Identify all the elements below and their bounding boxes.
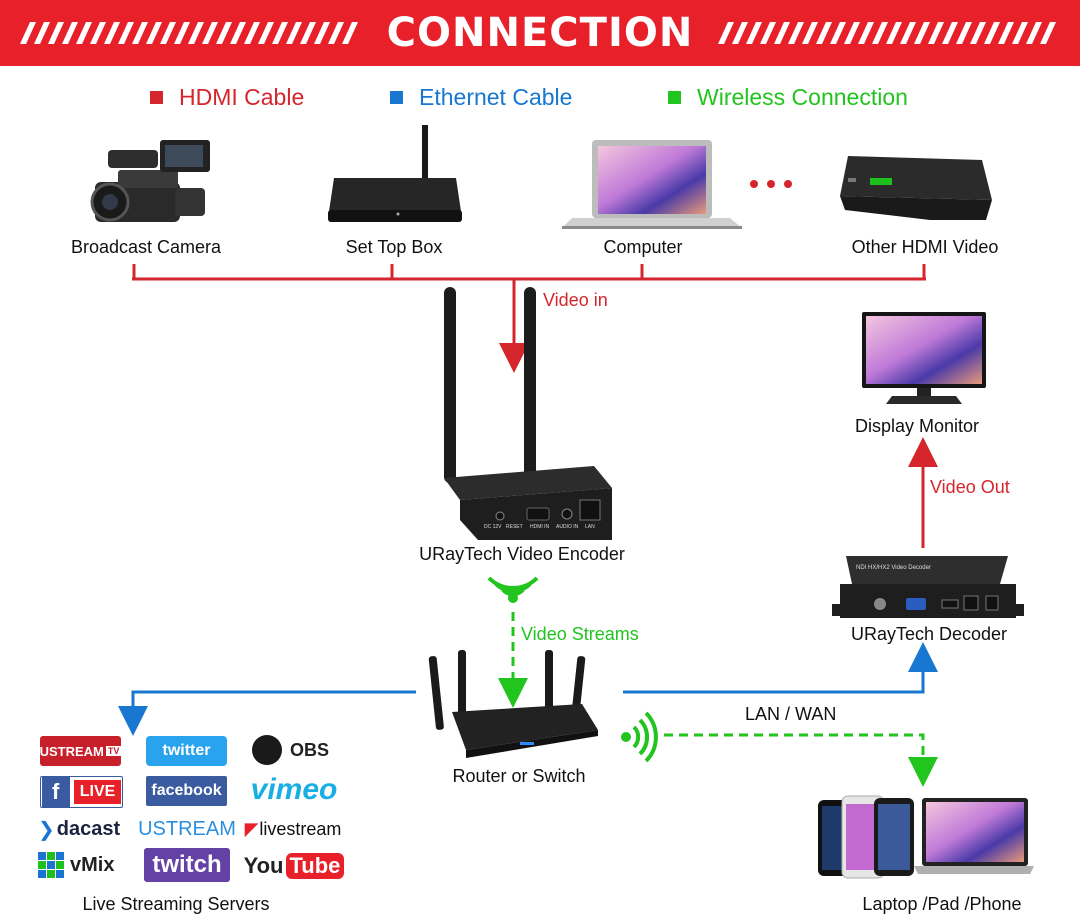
logo-youtube-you: You (243, 853, 284, 878)
legend-ethernet-swatch (390, 91, 403, 104)
label-encoder: URayTech Video Encoder (419, 544, 625, 564)
legend-ethernet: Ethernet Cable (390, 84, 572, 111)
label-display-monitor: Display Monitor (854, 416, 980, 436)
obs-icon (252, 735, 282, 765)
logo-dacast: ❯ dacast (38, 816, 124, 842)
set-top-box-icon (328, 125, 462, 222)
logo-dacast-text: dacast (56, 817, 121, 840)
label-live-streaming-servers: Live Streaming Servers (82, 894, 270, 914)
legend-wireless-swatch (668, 91, 681, 104)
encoder-port-reset: RESET (506, 524, 523, 530)
more-devices-dots (750, 180, 792, 188)
logo-vimeo: vimeo (248, 772, 340, 808)
logo-vmix-text: vMix (70, 853, 115, 876)
label-router: Router or Switch (452, 766, 586, 786)
banner-stripes-left (20, 22, 358, 44)
label-other-hdmi-video: Other HDMI Video (851, 237, 999, 257)
legend-ethernet-label: Ethernet Cable (419, 84, 573, 110)
computer-icon (562, 140, 742, 229)
edge-label-lan-wan: LAN / WAN (745, 704, 837, 724)
label-computer: Computer (603, 237, 683, 257)
edge-label-video-out: Video Out (930, 477, 1010, 497)
label-set-top-box: Set Top Box (345, 237, 443, 257)
clients-icon (818, 795, 1034, 879)
logo-facebook-live-text: LIVE (73, 780, 122, 804)
router-icon (428, 650, 598, 758)
wifi-signal-icon-router (621, 711, 658, 763)
encoder-icon (444, 287, 612, 540)
legend-hdmi: HDMI Cable (150, 84, 304, 111)
logo-obs: OBS (252, 734, 338, 766)
legend-wireless-label: Wireless Connection (697, 84, 908, 110)
logo-livestream: ◤ livestream (244, 816, 342, 842)
logo-livestream-text: livestream (259, 818, 342, 839)
edge-label-video-streams: Video Streams (521, 624, 639, 644)
decoder-icon (832, 556, 1024, 618)
logo-ustream-tv-badge: TV (105, 746, 122, 756)
page-title: CONNECTION (386, 10, 694, 56)
encoder-port-audio-in: AUDIO IN (556, 524, 579, 530)
logo-ustream-text: USTREAM (138, 817, 236, 840)
edge-label-video-in: Video in (543, 290, 608, 310)
encoder-port-lan: LAN (585, 524, 595, 530)
logo-twitter: twitter (146, 736, 227, 766)
other-hdmi-device-icon (840, 156, 992, 220)
logo-youtube-tube: Tube (285, 853, 345, 879)
camera-icon (90, 140, 210, 222)
logo-facebook-live: f LIVE (40, 776, 123, 808)
monitor-icon (862, 312, 986, 404)
logo-facebook-text: facebook (151, 782, 222, 799)
logo-ustream-tv: USTREAM TV (39, 736, 122, 766)
label-decoder: URayTech Decoder (850, 624, 1008, 644)
wifi-signal-icon-encoder (487, 576, 539, 603)
facebook-f-icon: f (41, 777, 70, 807)
logo-vmix: vMix (38, 850, 124, 880)
logo-obs-text: OBS (290, 739, 330, 760)
livestream-mark-icon: ◤ (244, 818, 259, 839)
title-box: CONNECTION (370, 8, 710, 58)
decoder-panel-title: NDI HX/HX2 Video Decoder (856, 565, 931, 571)
logo-twitter-text: twitter (162, 742, 211, 759)
encoder-port-dc: DC 12V (484, 524, 502, 530)
hdmi-bus (132, 264, 926, 373)
label-clients: Laptop /Pad /Phone (862, 894, 1022, 914)
banner-stripes-right (718, 22, 1056, 44)
logo-ustream: USTREAM (138, 816, 236, 842)
legend-hdmi-swatch (150, 91, 163, 104)
logo-vimeo-text: vimeo (250, 773, 338, 806)
logo-twitch: twitch (144, 848, 230, 882)
legend-hdmi-label: HDMI Cable (179, 84, 305, 110)
dacast-chevron-icon: ❯ (38, 818, 55, 841)
logo-twitch-text: twitch (152, 851, 222, 878)
ethernet-lines (118, 642, 938, 736)
logo-facebook: facebook (146, 776, 227, 806)
vmix-grid-icon (38, 852, 64, 878)
wireless-lines (498, 612, 938, 787)
logo-ustream-tv-text: USTREAM (39, 743, 104, 759)
legend-wireless: Wireless Connection (668, 84, 908, 111)
logo-youtube: You Tube (244, 850, 345, 882)
label-broadcast-camera: Broadcast Camera (70, 237, 222, 257)
encoder-port-hdmi-in: HDMI IN (530, 524, 550, 530)
